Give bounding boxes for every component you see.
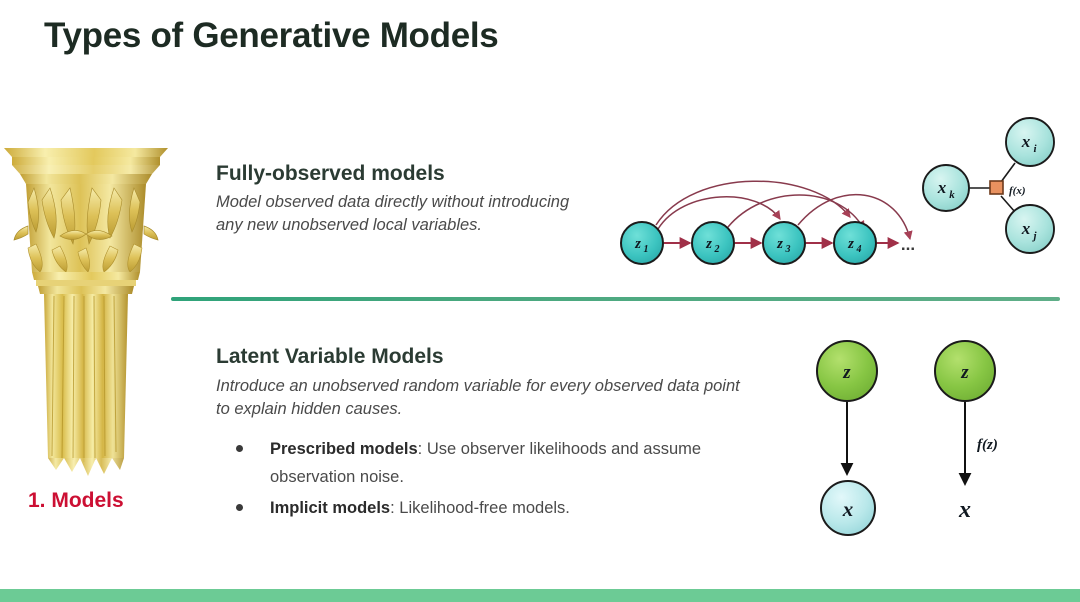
fully-observed-description: Model observed data directly without int… [216,193,570,234]
implicit-latent-label: z [960,362,969,383]
page-title: Types of Generative Models [44,16,499,55]
bullet-dot-icon [236,445,243,452]
prescribed-observed-node: x [820,480,876,536]
chain-node-z2-label: z [705,236,712,252]
factor-node-xj: x j [1005,204,1055,254]
list-item: Prescribed models: Use observer likeliho… [228,435,788,491]
chain-node-z2-sub: 2 [714,244,720,255]
bullet-term: Implicit models [270,499,391,517]
list-item: Implicit models: Likelihood-free models. [228,494,788,522]
implicit-function-label: f(z) [977,437,998,453]
factor-graph-diagram: f(x) x k x i x j [922,117,1055,254]
prescribed-model-diagram: z x [816,340,878,536]
prescribed-latent-node: z [816,340,878,402]
chain-node-z3-sub: 3 [785,244,791,255]
latent-variable-bullet-list: Prescribed models: Use observer likeliho… [228,435,788,525]
factor-node-xj-label: x [1021,219,1031,238]
prescribed-observed-label: x [842,497,854,521]
factor-function-label: f(x) [1009,185,1026,197]
chain-node-z1-label: z [634,236,641,252]
implicit-latent-node: z [934,340,996,402]
section-divider [171,297,1060,301]
bullet-dot-icon [236,504,243,511]
factor-node-xi: x i [1005,117,1055,167]
pillar-label: 1. Models [28,489,124,512]
bullet-separator: : [390,499,395,517]
bullet-text: Likelihood-free models. [399,499,570,517]
bullet-term: Prescribed models [270,440,418,458]
corinthian-column-icon [4,148,168,476]
chain-node-z1-sub: 1 [644,244,649,255]
factor-node-xk: x k [922,164,970,212]
autoregressive-chain-diagram: z 1 z 2 z 3 z 4 ... [620,180,915,265]
implicit-observed-label: x [958,497,971,523]
chain-node-z3: z 3 [762,221,806,265]
chain-node-z2: z 2 [691,221,735,265]
chain-node-z4-label: z [847,236,854,252]
chain-node-z3-label: z [776,236,783,252]
chain-node-z4: z 4 [833,221,877,265]
fully-observed-heading: Fully-observed models [216,162,445,185]
chain-ellipsis: ... [901,235,915,254]
implicit-model-diagram: f(z) z x [934,340,998,523]
factor-node-xi-sub: i [1033,143,1037,155]
prescribed-latent-label: z [842,362,851,383]
chain-node-z4-sub: 4 [856,244,862,255]
bottom-accent-bar [0,589,1080,602]
factor-node-xj-sub: j [1031,230,1037,242]
factor-node-xk-sub: k [949,189,955,201]
latent-variable-description: Introduce an unobserved random variable … [216,377,740,418]
factor-node-xk-label: x [937,178,947,197]
bullet-separator: : [417,440,423,458]
factor-node-xi-label: x [1021,132,1031,151]
bullet-text: Use observer likelihoods and assume obse… [270,440,702,486]
latent-variable-heading: Latent Variable Models [216,345,444,368]
chain-node-z1: z 1 [620,221,664,265]
factor-node-square [989,180,1004,195]
